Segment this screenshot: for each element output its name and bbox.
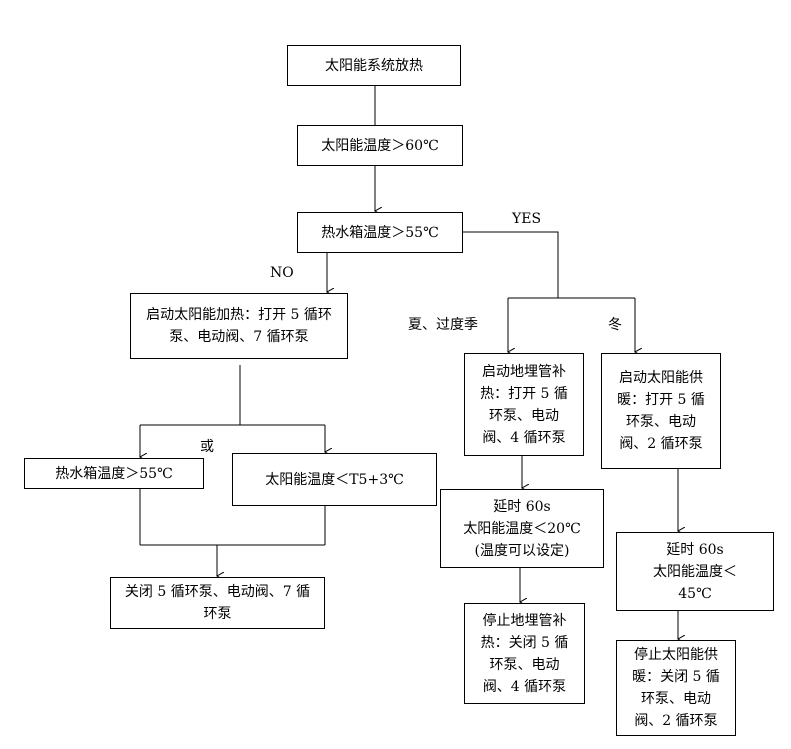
node-start-solar-supply: 启动太阳能供暖：打开 5 循环泵、电动阀、2 循环泵 xyxy=(601,353,721,469)
label-winter: 冬 xyxy=(608,317,622,333)
label-no: NO xyxy=(270,265,294,281)
node-tank-gt-55: 热水箱温度＞55℃ xyxy=(297,212,463,253)
node-solar-gt-60: 太阳能温度＞60℃ xyxy=(297,125,463,166)
node-delay-20: 延时 60s 太阳能温度＜20℃ (温度可以设定) xyxy=(440,489,604,568)
node-solar-lt-t5: 太阳能温度＜T5+3℃ xyxy=(232,453,437,506)
node-tank-gt-55-b: 热水箱温度＞55℃ xyxy=(24,458,204,489)
node-start-ground-heat: 启动地埋管补热：打开 5 循环泵、电动阀、4 循环泵 xyxy=(464,353,584,456)
label-summer: 夏、过度季 xyxy=(408,317,478,333)
node-stop-ground-heat: 停止地埋管补热：关闭 5 循环泵、电动阀、4 循环泵 xyxy=(464,603,585,704)
node-start: 太阳能系统放热 xyxy=(287,45,461,86)
edge-yes-branch xyxy=(462,231,559,298)
label-yes: YES xyxy=(512,211,542,227)
node-stop-solar-supply: 停止太阳能供暖：关闭 5 循环泵、电动阀、2 循环泵 xyxy=(616,640,736,736)
node-delay-45: 延时 60s 太阳能温度＜ 45℃ xyxy=(616,532,774,611)
node-start-solar-heating: 启动太阳能加热：打开 5 循环泵、电动阀、7 循环泵 xyxy=(130,293,348,359)
label-or: 或 xyxy=(200,439,214,455)
node-close-pump-7: 关闭 5 循环泵、电动阀、7 循环泵 xyxy=(110,577,325,629)
